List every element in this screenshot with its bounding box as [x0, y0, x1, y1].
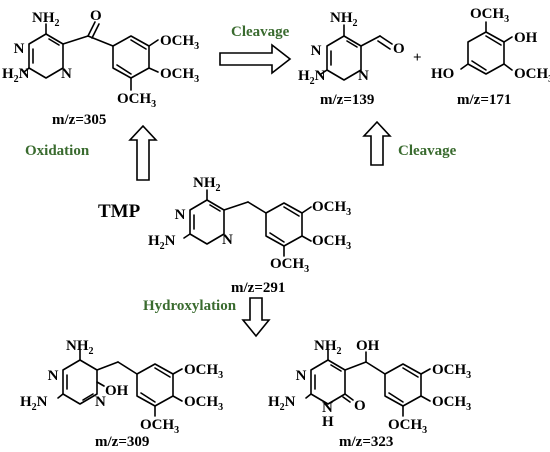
aldehyde-o-label: O [393, 41, 405, 57]
ring-n-label: N [95, 394, 106, 410]
mz-label-aldehyde: m/z=139 [320, 92, 374, 108]
oh-label: OH [514, 30, 538, 46]
mz-label-hydroxylation-a: m/z=309 [95, 434, 149, 450]
ring-nh-h-label: H [322, 414, 334, 430]
oh-label: OH [105, 383, 129, 399]
mz-label-oxidation-product: m/z=305 [52, 112, 106, 128]
structure-oxidation-product: NH2 N N H2N O OCH3 OCH3 OCH3 [2, 8, 199, 110]
h2n-label: H2N [298, 68, 326, 87]
och3-label: OCH3 [312, 199, 351, 218]
step-label-cleavage-right: Cleavage [398, 143, 457, 159]
structure-tmp: NH2 N N H2N OCH3 OCH3 OCH3 [148, 175, 351, 275]
och3-label: OCH3 [514, 66, 550, 85]
h2n-label: H2N [2, 66, 30, 85]
structure-aldehyde-fragment: NH2 N N H2N O [298, 10, 405, 87]
ring-n-label: N [296, 368, 307, 384]
ring-n-label: N [48, 368, 59, 384]
och3-label: OCH3 [184, 362, 223, 381]
och3-label: OCH3 [160, 33, 199, 52]
och3-label: OCH3 [470, 6, 509, 25]
ring-nh-label: N [322, 400, 333, 416]
h2n-label: H2N [268, 394, 296, 413]
step-label-cleavage-top: Cleavage [231, 24, 290, 40]
och3-label: OCH3 [140, 417, 179, 436]
ring-n-label: N [175, 207, 186, 223]
nh2-label: NH2 [330, 10, 358, 29]
nh2-label: NH2 [314, 338, 342, 357]
carbonyl-o-label: O [90, 8, 102, 24]
arrow-hydroxylation [241, 297, 271, 338]
ring-n-label: N [311, 43, 322, 59]
ring-n-label: N [222, 232, 233, 248]
och3-label: OCH3 [432, 362, 471, 381]
mz-label-hydroxylation-b: m/z=323 [339, 434, 393, 450]
ho-label: HO [431, 66, 454, 82]
nh2-label: NH2 [66, 338, 94, 357]
ring-n-label: N [61, 66, 72, 82]
step-label-hydroxylation: Hydroxylation [143, 298, 237, 314]
arrow-cleavage-top [219, 43, 292, 75]
mz-label-phenol: m/z=171 [457, 92, 511, 108]
h2n-label: H2N [20, 394, 48, 413]
structure-hydroxylation-product-b: NH2 OH N N H O H2N OCH3 OCH3 OCH3 [268, 338, 471, 436]
och3-label: OCH3 [388, 417, 427, 436]
och3-label: OCH3 [184, 394, 223, 413]
mz-label-tmp: m/z=291 [231, 280, 285, 296]
nh2-label: NH2 [193, 175, 221, 194]
ring-n-label: N [358, 68, 369, 84]
compound-label-tmp: TMP [98, 201, 141, 222]
och3-label: OCH3 [312, 233, 351, 252]
h2n-label: H2N [148, 233, 176, 252]
carbonyl-o-label: O [354, 398, 366, 414]
plus-sign: + [413, 50, 422, 66]
och3-label: OCH3 [117, 91, 156, 110]
oh-label: OH [356, 338, 380, 354]
structure-phenol-fragment: OCH3 OH HO OCH3 [431, 6, 550, 85]
och3-label: OCH3 [270, 256, 309, 275]
nh2-label: NH2 [32, 10, 60, 29]
ring-n-label: N [14, 41, 25, 57]
och3-label: OCH3 [432, 394, 471, 413]
step-label-oxidation: Oxidation [25, 143, 90, 159]
arrow-cleavage-right [362, 120, 392, 166]
structure-hydroxylation-product-a: NH2 N N OH H2N OCH3 OCH3 OCH3 [20, 338, 223, 436]
och3-label: OCH3 [160, 66, 199, 85]
arrow-oxidation [128, 124, 158, 181]
